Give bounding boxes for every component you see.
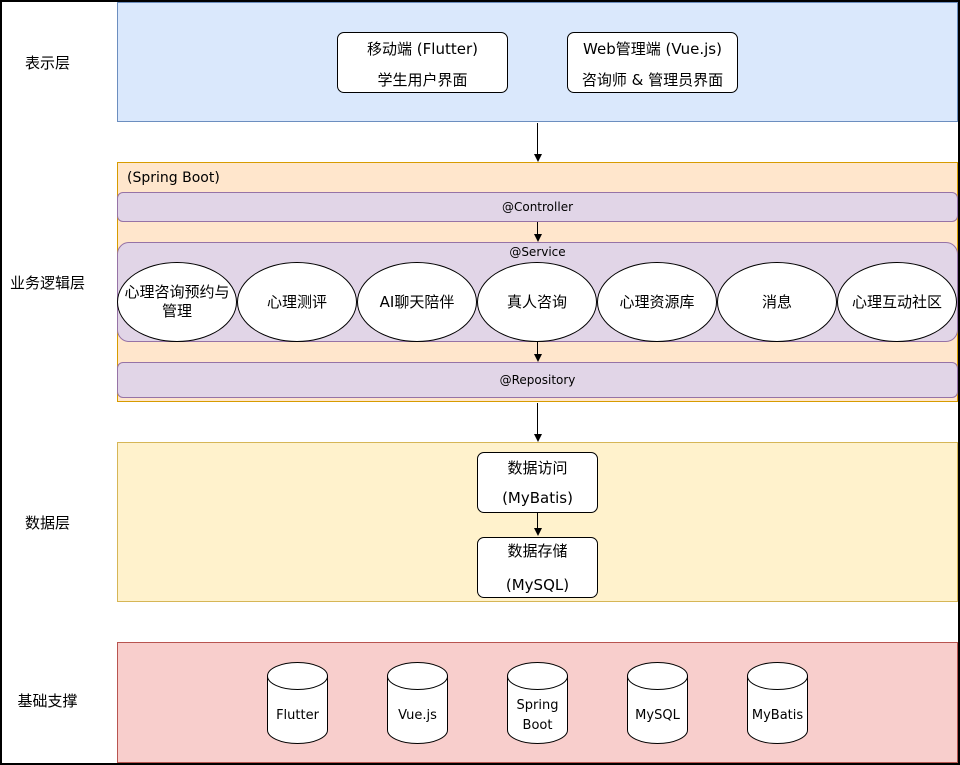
cylinder-mybatis-label: MyBatis — [751, 708, 804, 723]
layer-label-business: 业务逻辑层 — [9, 274, 85, 292]
arrow-presentation-to-business — [537, 123, 538, 155]
data-storage-title: 数据存储 — [507, 542, 568, 560]
layer-label-infrastructure: 基础支撑 — [17, 692, 78, 710]
data-storage-tech: (MySQL) — [505, 576, 570, 594]
layer-label-presentation: 表示层 — [24, 54, 70, 72]
data-access-title: 数据访问 — [507, 459, 568, 477]
service-label: @Service — [509, 245, 566, 259]
arrow-access-to-storage — [537, 513, 538, 529]
data-access-tech: (MyBatis) — [502, 489, 573, 507]
service-community-label: 心理互动社区 — [851, 292, 942, 311]
service-appointment-line2: 管理 — [161, 302, 192, 320]
arrow-business-to-data — [537, 403, 538, 435]
cylinder-mysql: MySQL — [627, 662, 688, 744]
data-storage-box: 数据存储 (MySQL) — [477, 537, 598, 598]
framework-label: (Spring Boot) — [127, 170, 220, 186]
arrow-head-icon — [534, 234, 542, 242]
controller-strip: @Controller — [117, 192, 958, 222]
service-assessment-label: 心理测评 — [266, 292, 327, 311]
service-messages: 消息 — [717, 262, 837, 342]
service-appointment-line1: 心理咨询预约与 — [124, 283, 230, 301]
presentation-layer-band — [117, 2, 958, 122]
service-ai-chat-label: AI聊天陪伴 — [379, 292, 455, 311]
cylinder-flutter: Flutter — [267, 662, 328, 744]
service-resource-library: 心理资源库 — [597, 262, 717, 342]
service-human-consult: 真人咨询 — [477, 262, 597, 342]
web-admin-box: Web管理端 (Vue.js) 咨询师 & 管理员界面 — [567, 32, 738, 93]
service-appointment: 心理咨询预约与 管理 — [117, 262, 237, 342]
arrow-head-icon — [534, 354, 542, 362]
web-admin-title: Web管理端 (Vue.js) — [583, 40, 722, 58]
arrow-head-icon — [534, 434, 542, 442]
cylinder-mybatis: MyBatis — [747, 662, 808, 744]
mobile-client-box: 移动端 (Flutter) 学生用户界面 — [337, 32, 508, 93]
database-cylinder-icon — [627, 662, 688, 744]
cylinder-vuejs-label: Vue.js — [398, 708, 437, 723]
cylinder-vuejs: Vue.js — [387, 662, 448, 744]
web-admin-desc: 咨询师 & 管理员界面 — [581, 71, 724, 89]
service-ai-chat: AI聊天陪伴 — [357, 262, 477, 342]
service-human-consult-label: 真人咨询 — [506, 292, 567, 311]
cylinder-spring-boot: Spring Boot — [507, 662, 568, 744]
mobile-client-desc: 学生用户界面 — [377, 71, 468, 89]
service-resource-library-label: 心理资源库 — [619, 292, 695, 311]
service-community: 心理互动社区 — [837, 262, 957, 342]
cylinder-spring-boot-line1: Spring — [516, 698, 559, 713]
database-cylinder-icon — [507, 662, 568, 744]
service-assessment: 心理测评 — [237, 262, 357, 342]
service-messages-label: 消息 — [761, 292, 792, 311]
arrow-service-to-repository — [537, 342, 538, 355]
mobile-client-title: 移动端 (Flutter) — [367, 40, 478, 58]
database-cylinder-icon — [747, 662, 808, 744]
repository-strip: @Repository — [117, 362, 958, 398]
database-cylinder-icon — [267, 662, 328, 744]
layer-label-data: 数据层 — [24, 514, 70, 532]
cylinder-mysql-label: MySQL — [635, 708, 680, 723]
cylinder-flutter-label: Flutter — [276, 708, 319, 723]
data-access-box: 数据访问 (MyBatis) — [477, 452, 598, 513]
database-cylinder-icon — [387, 662, 448, 744]
arrow-controller-to-service — [537, 222, 538, 235]
arrow-head-icon — [534, 528, 542, 536]
cylinder-spring-boot-line2: Boot — [522, 718, 553, 733]
arrow-head-icon — [534, 154, 542, 162]
